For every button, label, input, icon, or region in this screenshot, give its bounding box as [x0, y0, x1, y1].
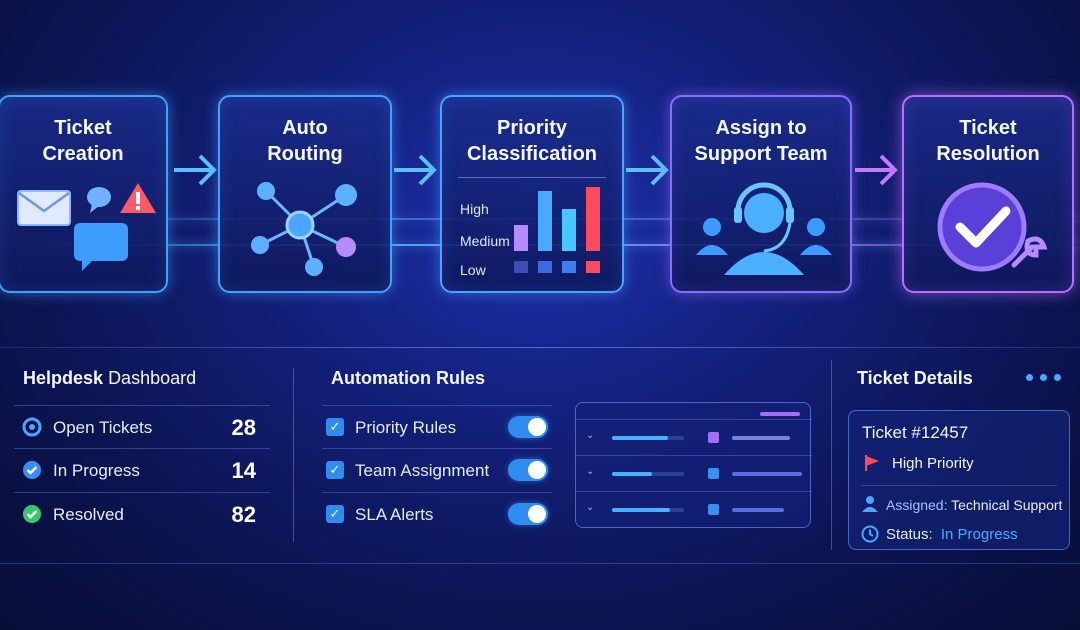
arrow-right-icon	[174, 154, 217, 186]
rule-label: Team Assignment	[355, 461, 490, 480]
chat-bubble-icon	[87, 187, 111, 213]
target-icon	[22, 417, 42, 437]
step-ticket-resolution[interactable]: Ticket Resolution	[902, 95, 1074, 293]
step-assign-support-team[interactable]: Assign to Support Team	[670, 95, 852, 293]
step-auto-routing[interactable]: Auto Routing	[218, 95, 392, 293]
user-icon	[862, 496, 878, 512]
step-title: Ticket Creation	[42, 117, 124, 165]
rule-label: Priority Rules	[355, 418, 457, 437]
arrow-right-icon	[394, 154, 437, 186]
chevron-down-icon[interactable]: ⌄	[586, 466, 595, 477]
step-ticket-creation[interactable]: Ticket Creation	[0, 95, 168, 293]
rule-priority-rules[interactable]: ✓ Priority Rules	[322, 405, 552, 449]
rule-sla-alerts[interactable]: ✓ SLA Alerts	[322, 493, 552, 537]
step-title: Ticket Resolution	[936, 117, 1040, 165]
details-title: Ticket Details	[857, 368, 973, 388]
progress-bar	[612, 436, 684, 440]
warning-icon	[120, 183, 156, 213]
checkbox[interactable]	[708, 468, 719, 479]
toggle-switch[interactable]	[508, 459, 548, 481]
ticket-id: Ticket #12457	[862, 423, 969, 442]
status-value: In Progress	[940, 526, 1018, 543]
checkbox[interactable]: ✓	[326, 418, 344, 436]
placeholder-bar	[732, 472, 802, 476]
step-title: Priority Classification	[466, 117, 598, 165]
dashboard-title-rest: Dashboard	[108, 368, 197, 388]
network-hub-icon	[251, 182, 357, 276]
placeholder-bar	[732, 436, 790, 440]
message-icon	[74, 223, 128, 271]
divider	[458, 177, 606, 178]
assigned-value: Technical Support	[951, 497, 1063, 513]
chevron-down-icon[interactable]: ⌄	[586, 430, 595, 441]
priority-label: High Priority	[892, 455, 974, 472]
arrow-right-icon	[626, 154, 669, 186]
support-agent-icon	[696, 182, 832, 275]
placeholder-bar	[732, 508, 784, 512]
check-badge-icon	[937, 182, 1048, 272]
email-icon	[17, 190, 71, 226]
stat-value: 14	[231, 458, 256, 483]
header-bar	[760, 412, 800, 416]
arrow-right-icon	[855, 154, 898, 186]
priority-bars	[514, 187, 600, 273]
check-circle-icon	[23, 461, 41, 479]
rule-label: SLA Alerts	[355, 505, 434, 524]
checkbox[interactable]: ✓	[326, 461, 344, 479]
dashboard-title-bold: Helpdesk	[23, 368, 104, 388]
checkbox[interactable]	[708, 504, 719, 515]
divider	[861, 485, 1057, 486]
table-row[interactable]: ⌄	[576, 455, 812, 491]
assigned-label: Assigned:	[886, 497, 948, 513]
assigned-row: Assigned: Technical Support	[886, 497, 1062, 513]
stat-label: In Progress	[53, 461, 140, 480]
ticket-detail-card[interactable]: Ticket #12457 High Priority Assigned: Te…	[848, 410, 1070, 550]
table-row[interactable]: ⌄	[576, 419, 812, 455]
stat-open-tickets[interactable]: Open Tickets 28	[14, 405, 270, 449]
stat-label: Open Tickets	[53, 418, 153, 437]
automation-title: Automation Rules	[331, 368, 486, 388]
checkbox[interactable]	[708, 432, 719, 443]
stat-value: 82	[231, 502, 256, 527]
more-options-icon[interactable]	[1024, 374, 1064, 382]
check-circle-icon	[23, 505, 41, 523]
toggle-switch[interactable]	[508, 503, 548, 525]
toggle-switch[interactable]	[508, 416, 548, 438]
status-row: Status: In Progress	[886, 526, 1018, 543]
stat-resolved[interactable]: Resolved 82	[14, 493, 270, 537]
stat-value: 28	[231, 415, 256, 440]
step-priority-classification[interactable]: Priority Classification High Medium Low	[440, 95, 624, 293]
progress-bar	[612, 508, 684, 512]
level-label-high: High	[460, 201, 489, 217]
dashboard-title: Helpdesk Dashboard	[23, 368, 196, 389]
clock-icon	[861, 525, 879, 543]
step-title: Assign to Support Team	[694, 117, 828, 165]
rule-team-assignment[interactable]: ✓ Team Assignment	[322, 449, 552, 493]
progress-bar	[612, 472, 684, 476]
column-separator	[293, 368, 294, 542]
stat-label: Resolved	[53, 505, 124, 524]
section-divider	[0, 347, 1080, 348]
checkbox[interactable]: ✓	[326, 505, 344, 523]
status-label: Status:	[886, 526, 933, 543]
section-divider	[0, 563, 1080, 564]
column-separator	[831, 360, 832, 550]
table-row[interactable]: ⌄	[576, 491, 812, 527]
rules-preview-table: ⌄ ⌄ ⌄	[575, 402, 812, 528]
chevron-down-icon[interactable]: ⌄	[586, 502, 595, 513]
flag-icon	[865, 455, 879, 471]
level-label-low: Low	[460, 262, 486, 278]
level-label-medium: Medium	[460, 233, 510, 249]
stat-in-progress[interactable]: In Progress 14	[14, 449, 270, 493]
step-title: Auto Routing	[267, 117, 343, 165]
